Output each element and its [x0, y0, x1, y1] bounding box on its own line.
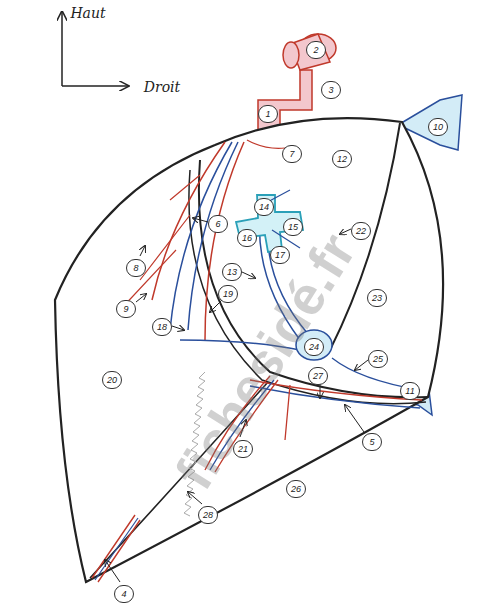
callout-number: 6 — [208, 215, 228, 233]
label-anchor: 27 — [308, 365, 328, 385]
label-anchor: 11 — [400, 380, 420, 400]
label-anchor: 17 — [270, 244, 290, 264]
callout-number: 18 — [152, 318, 172, 336]
label-anchor: 7 — [282, 143, 302, 163]
callout-number: 13 — [222, 263, 242, 281]
callout-number: 17 — [270, 246, 290, 264]
label-anchor: 12 — [332, 148, 352, 168]
label-anchor: 2 — [306, 39, 326, 59]
callout-number: 26 — [286, 480, 306, 498]
label-anchor: 25 — [368, 348, 388, 368]
callout-number: 4 — [114, 585, 134, 603]
axis-label: Haut — [69, 5, 106, 21]
label-anchor: 3 — [321, 79, 341, 99]
label-anchor: 28 — [198, 504, 218, 524]
callout-number: 3 — [321, 81, 341, 99]
label-anchor: 18 — [152, 316, 172, 336]
label-anchor: 13 — [222, 261, 242, 281]
label-anchor: 9 — [116, 298, 136, 318]
callout-number: 22 — [351, 222, 371, 240]
label-anchor: 14 — [254, 196, 274, 216]
label-anchor: 1 — [258, 103, 278, 123]
callout-number: 9 — [116, 300, 136, 318]
callout-number: 28 — [198, 506, 218, 524]
label-anchor: 10 — [428, 116, 448, 136]
callout-number: 16 — [237, 229, 257, 247]
callout-number: 8 — [126, 259, 146, 277]
callout-number: 7 — [282, 145, 302, 163]
callout-number: 1 — [258, 105, 278, 123]
label-anchor: 19 — [218, 283, 238, 303]
callout-number: 2 — [306, 41, 326, 59]
label-anchor: 4 — [114, 583, 134, 603]
label-anchor: 16 — [237, 227, 257, 247]
label-anchor: 15 — [283, 216, 303, 236]
label-anchor: 23 — [367, 287, 387, 307]
label-anchor: Droit — [143, 78, 181, 96]
label-anchor: 6 — [208, 213, 228, 233]
label-anchor: 26 — [286, 478, 306, 498]
callout-number: 20 — [102, 371, 122, 389]
axis-label: Droit — [143, 79, 181, 95]
callout-number: 15 — [283, 218, 303, 236]
callout-number: 14 — [254, 198, 274, 216]
label-anchor: 22 — [351, 220, 371, 240]
label-anchor: 5 — [362, 431, 382, 451]
callout-number: 19 — [218, 285, 238, 303]
callout-number: 27 — [308, 367, 328, 385]
callout-number: 11 — [400, 382, 420, 400]
callout-number: 5 — [362, 433, 382, 451]
callout-number: 25 — [368, 350, 388, 368]
label-anchor: 8 — [126, 257, 146, 277]
callout-number: 12 — [332, 150, 352, 168]
label-anchor: 20 — [102, 369, 122, 389]
label-anchor: Haut — [69, 4, 106, 22]
callout-number: 10 — [428, 118, 448, 136]
callout-number: 23 — [367, 289, 387, 307]
